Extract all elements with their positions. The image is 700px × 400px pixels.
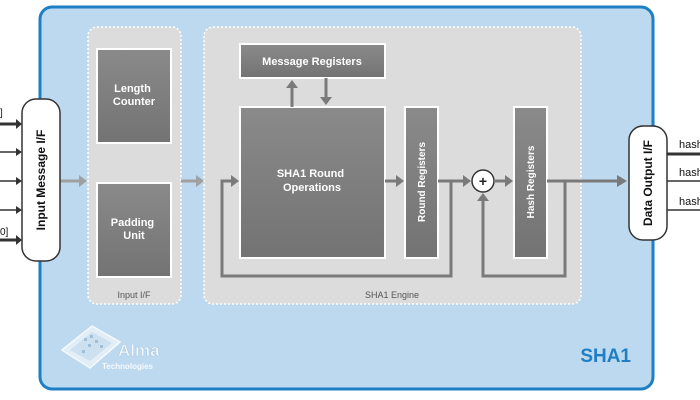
round-registers-label: Round Registers bbox=[417, 142, 428, 222]
length-counter-block bbox=[96, 48, 172, 144]
input-if-group-label: Input I/F bbox=[117, 290, 151, 300]
input-message-interface bbox=[21, 98, 61, 262]
data-output-interface-label: Data Output I/F bbox=[641, 140, 655, 226]
padding-unit-block bbox=[96, 182, 172, 278]
left-signal-label-bottom: 0] bbox=[0, 227, 9, 238]
length-counter-label: Length Counter bbox=[113, 83, 156, 108]
engine-arrows bbox=[220, 78, 627, 278]
right-signal-label-2: hash bbox=[679, 167, 700, 179]
left-signal-label-top: ] bbox=[0, 108, 3, 119]
right-signal-arrows bbox=[667, 152, 700, 211]
round-operations-block bbox=[239, 106, 386, 259]
hash-registers-label: Hash Registers bbox=[526, 145, 537, 218]
message-registers-block bbox=[239, 43, 386, 79]
message-registers-label: Message Registers bbox=[262, 56, 362, 68]
alma-logo-subtitle: Technologies bbox=[102, 362, 154, 371]
padding-unit-label: Padding Unit bbox=[111, 217, 157, 242]
round-registers-block bbox=[404, 106, 439, 259]
hash-registers-block bbox=[513, 106, 548, 259]
engine-group-label: SHA1 Engine bbox=[365, 290, 419, 300]
input-message-interface-label: Input Message I/F bbox=[34, 130, 48, 231]
alma-logo-name: Alma bbox=[118, 341, 160, 360]
input-side-arrows bbox=[60, 175, 204, 187]
adder-symbol: + bbox=[479, 173, 487, 189]
left-signal-arrows bbox=[0, 119, 22, 245]
right-signal-label-3: hash bbox=[679, 196, 700, 208]
right-signal-label-1: hash bbox=[679, 139, 700, 151]
sha1-title: SHA1 bbox=[580, 346, 631, 367]
round-operations-label: SHA1 Round Operations bbox=[277, 168, 347, 194]
data-output-interface bbox=[628, 125, 668, 241]
alma-logo: Alma Technologies bbox=[60, 325, 160, 371]
